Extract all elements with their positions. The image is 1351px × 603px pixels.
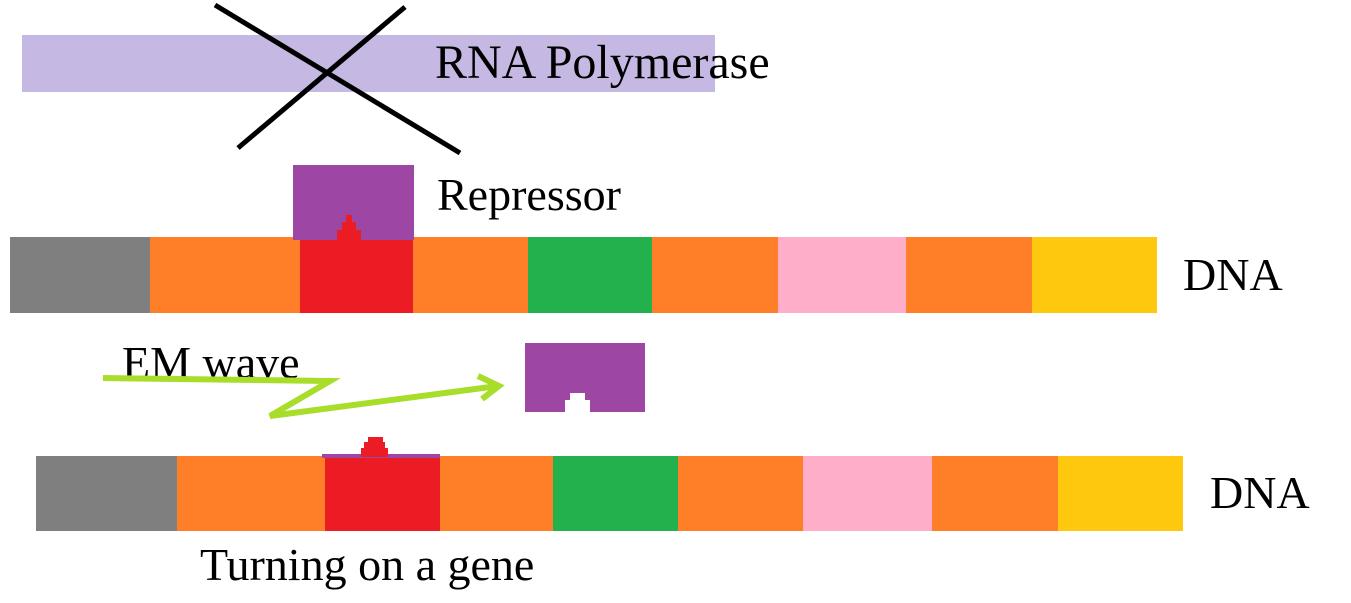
rna-polymerase-bar <box>22 35 715 92</box>
cross-out-line-2 <box>236 5 407 150</box>
dna-segment-red <box>325 456 440 531</box>
dna-strand-bottom <box>36 456 1183 531</box>
dna-segment-orange <box>678 456 803 531</box>
dna-segment-orange <box>652 237 778 313</box>
cross-out-line-1 <box>213 2 462 156</box>
dna-segment-orange <box>440 456 553 531</box>
dna-segment-orange <box>906 237 1032 313</box>
em-wave-arrow <box>102 375 499 419</box>
dna-segment-gray <box>10 237 150 313</box>
dna-segment-green <box>553 456 678 531</box>
dna-label-bottom: DNA <box>1210 467 1310 518</box>
dna-segment-orange <box>177 456 325 531</box>
operator-site-top <box>337 215 361 241</box>
dna-segment-orange <box>932 456 1058 531</box>
dna-segment-yellow <box>1032 237 1157 313</box>
dna-segment-green <box>528 237 652 313</box>
dna-segment-red <box>300 237 413 313</box>
repressor-released <box>525 343 645 412</box>
dna-segment-pink <box>778 237 906 313</box>
dna-label-top: DNA <box>1183 249 1283 300</box>
dna-segment-pink <box>803 456 932 531</box>
dna-segment-orange <box>150 237 300 313</box>
caption: Turning on a gene <box>200 539 534 590</box>
operator-site-bottom <box>361 437 388 457</box>
dna-strand-top <box>10 237 1157 313</box>
rna-polymerase-label: RNA Polymerase <box>435 36 770 89</box>
dna-segment-yellow <box>1058 456 1183 531</box>
dna-segment-gray <box>36 456 177 531</box>
dna-segment-orange <box>413 237 528 313</box>
arrow-head-icon <box>476 373 505 402</box>
repressor-label: Repressor <box>437 169 621 220</box>
